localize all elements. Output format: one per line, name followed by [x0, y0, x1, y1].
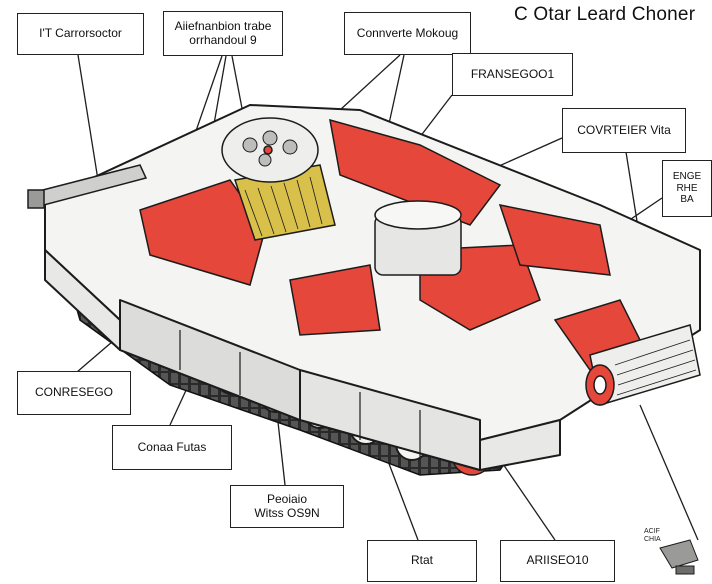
callout-box: I'T Carrorsoctor	[17, 13, 144, 55]
callout-box: Connverte Mokoug	[344, 12, 471, 55]
callout-box: COVRTEIER Vita	[562, 108, 686, 153]
callout-box: Aiiefnanbion trabe orrhandoul 9	[163, 11, 283, 56]
callout-box: ARIISEO10	[500, 540, 615, 582]
callout-box: Rtat	[367, 540, 477, 582]
callout-box: Peoiaio Witss OS9N	[230, 485, 344, 528]
engine-block	[221, 117, 462, 276]
callout-box: FRANSEGOO1	[452, 53, 573, 96]
callout-box: ENGE RHE BA	[662, 160, 712, 217]
gun-barrel	[27, 164, 148, 209]
callout-box: CONRESEGO	[17, 371, 131, 415]
maker-stamp	[659, 539, 699, 575]
callout-box: Conaa Futas	[112, 425, 232, 470]
rear-drum	[585, 324, 701, 406]
diagram-title: C Otar Leard Choner	[514, 4, 696, 25]
maker-mark-text: ACIF CHIA	[644, 528, 661, 543]
